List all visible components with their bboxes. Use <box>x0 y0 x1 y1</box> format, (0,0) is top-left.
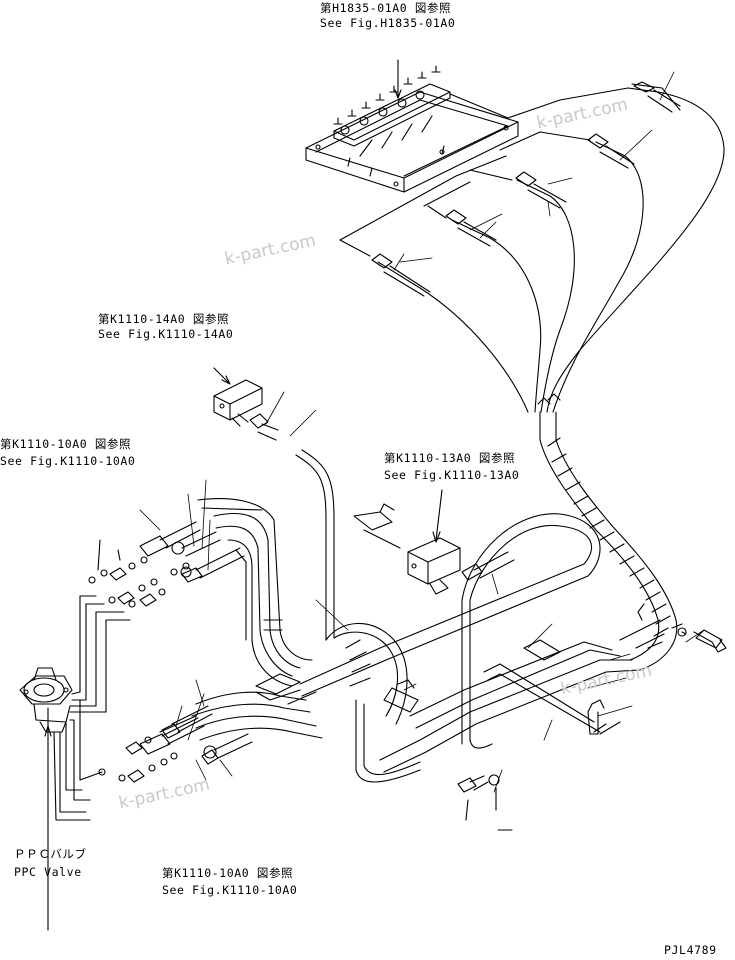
control-valve-block <box>305 59 519 193</box>
ref-k1110-13-jp: 第K1110-13A0 図参照 <box>384 451 516 465</box>
ppc-valve <box>19 595 131 931</box>
hose-bundle-left <box>159 498 323 741</box>
hose-fittings-top <box>371 81 681 297</box>
bolts <box>457 774 513 831</box>
leader-lines <box>139 71 705 793</box>
ref-k1110-10-top-jp: 第K1110-10A0 図参照 <box>0 437 132 451</box>
ref-k1110-14-en: See Fig.K1110-14A0 <box>98 327 234 341</box>
ref-k1110-10-bot-en: See Fig.K1110-10A0 <box>162 883 298 897</box>
drawing-number: PJL4789 <box>664 943 717 957</box>
fittings-lower-left <box>98 705 253 783</box>
ppc-valve-label-en: PPC Valve <box>14 865 82 879</box>
ref-k1110-14-jp: 第K1110-14A0 図参照 <box>98 312 230 326</box>
valve-block-k1110-13 <box>353 489 515 595</box>
ref-k1110-10-bot-jp: 第K1110-10A0 図参照 <box>162 866 294 880</box>
hose-bundle-center <box>255 449 601 783</box>
spiral-wrap <box>537 393 678 671</box>
ref-h1835-en: See Fig.H1835-01A0 <box>320 16 456 30</box>
hose-bundle-upper <box>339 83 725 413</box>
valve-block-k1110-14 <box>213 367 279 441</box>
hose-bundle-lower <box>379 603 727 773</box>
ref-k1110-10-top-en: See Fig.K1110-10A0 <box>0 454 136 468</box>
ref-h1835-jp: 第H1835-01A0 図参照 <box>320 1 452 15</box>
ppc-valve-label-jp: ＰＰＣバルブ <box>14 847 87 861</box>
ref-k1110-13-en: See Fig.K1110-13A0 <box>384 468 520 482</box>
fittings-upper-left <box>88 521 245 608</box>
